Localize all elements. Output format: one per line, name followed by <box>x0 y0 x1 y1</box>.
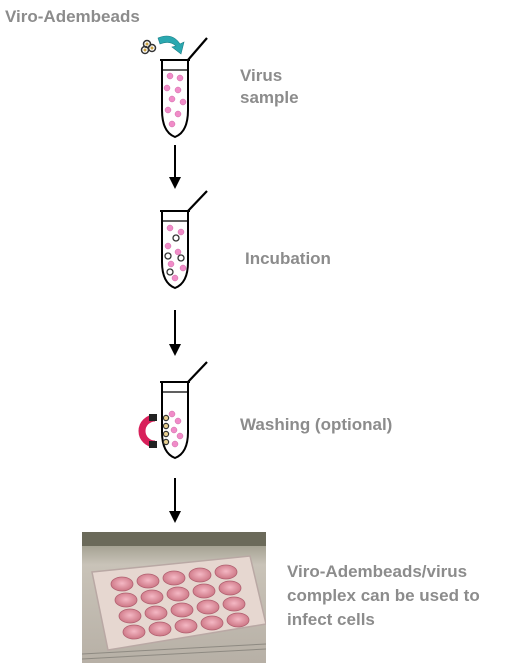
step-label-incubation: Incubation <box>245 248 331 270</box>
beads-cluster-icon <box>142 41 156 54</box>
curved-arrow-icon <box>158 36 184 54</box>
step-label-infect-cells: Viro-Adembeads/virus complex can be used… <box>287 560 527 632</box>
tube-icon <box>160 362 207 458</box>
tube-icon <box>160 191 207 288</box>
step-label-virus-sample: Virus sample <box>240 65 360 109</box>
cell-plate-photo <box>82 532 266 663</box>
tube-icon <box>160 38 207 137</box>
step-label-washing: Washing (optional) <box>240 414 392 436</box>
magnet-icon <box>142 414 157 448</box>
